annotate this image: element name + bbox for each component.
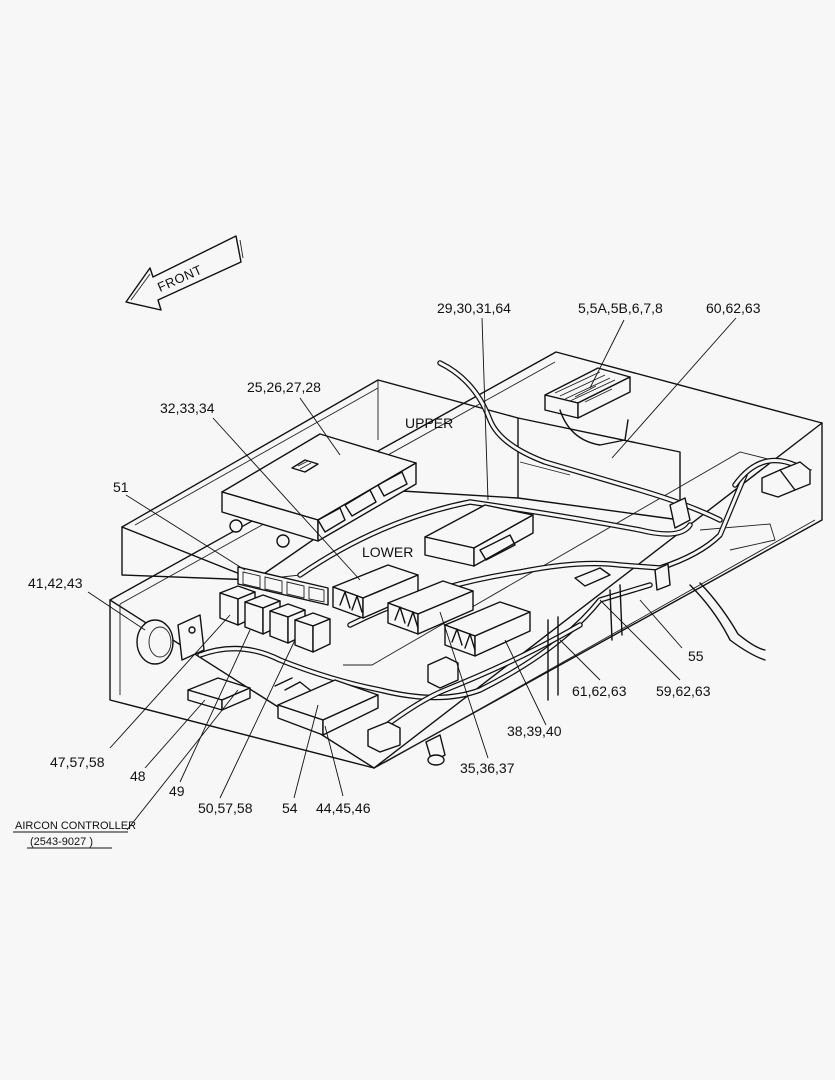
callout-label: 41,42,43	[28, 575, 83, 591]
callout-label: 47,57,58	[50, 754, 105, 770]
leader-lines	[87, 317, 737, 831]
callout-label: 59,62,63	[656, 683, 711, 699]
callout-label: 50,57,58	[198, 800, 253, 816]
connector-strip	[237, 566, 329, 606]
lower-relay-units	[332, 564, 531, 657]
relay-bank	[219, 585, 331, 653]
zone-lower-label: LOWER	[362, 544, 413, 560]
callout-label: 61,62,63	[572, 683, 627, 699]
callout-label: 25,26,27,28	[247, 379, 321, 395]
callout-label: 35,36,37	[460, 760, 515, 776]
callout-label: 44,45,46	[316, 800, 371, 816]
callout-label: 49	[169, 783, 185, 799]
callout-label: 54	[282, 800, 298, 816]
callout-label: 48	[130, 768, 146, 784]
right-connectors	[574, 461, 811, 591]
aircon-controller-note: AIRCON CONTROLLER (2543-9027 )	[13, 820, 136, 849]
ecu-box	[221, 433, 417, 548]
mid-box-upper	[424, 504, 534, 567]
controller-box	[544, 367, 631, 446]
callout-label: 29,30,31,64	[437, 300, 511, 316]
buzzer	[136, 614, 205, 665]
callout-label: 32,33,34	[160, 400, 215, 416]
aircon-part-number: (2543-9027 )	[30, 836, 93, 848]
callout-label: 60,62,63	[706, 300, 761, 316]
bottom-connectors	[367, 656, 459, 766]
callout-label: 5,5A,5B,6,7,8	[578, 300, 663, 316]
front-arrow: FRONT	[125, 235, 244, 311]
zone-upper-label: UPPER	[405, 415, 453, 431]
aircon-title: AIRCON CONTROLLER	[15, 820, 136, 832]
callout-labels: 29,30,31,64 5,5A,5B,6,7,8 60,62,63 25,26…	[28, 300, 761, 816]
callout-label: 38,39,40	[507, 723, 562, 739]
callout-label: 51	[113, 479, 129, 495]
callout-label: 55	[688, 648, 704, 664]
